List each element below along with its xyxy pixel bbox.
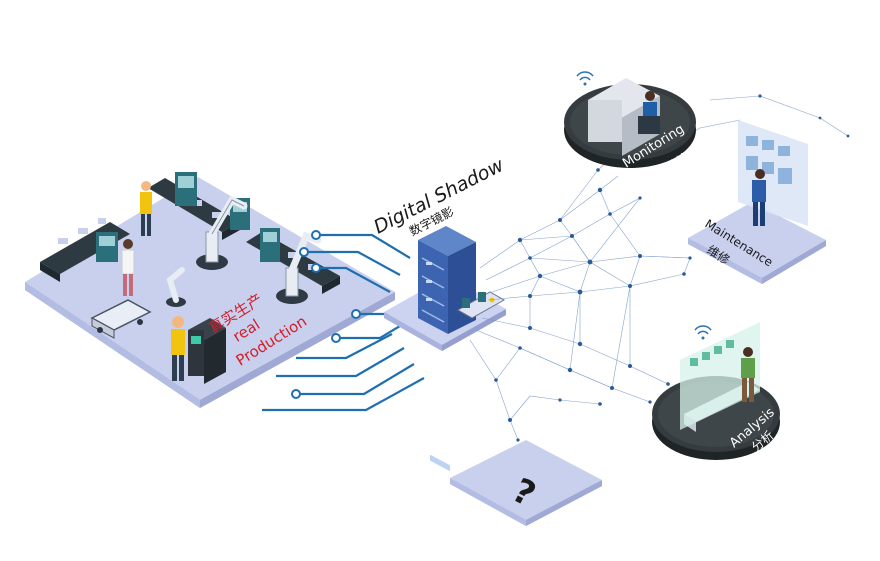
mini-factory-model	[456, 291, 506, 319]
monitoring-station	[564, 71, 696, 168]
analysis-station	[652, 322, 780, 460]
network-nodes	[494, 94, 850, 442]
transport-cart	[90, 299, 152, 339]
server-tower	[418, 226, 476, 472]
workers	[121, 181, 185, 381]
circuit-terminals	[291, 230, 361, 399]
robot-arms	[166, 195, 322, 307]
digital-shadow-label: Digital Shadow	[370, 154, 507, 239]
maintenance-station	[688, 120, 826, 284]
unknown-tile	[450, 440, 602, 526]
control-station	[188, 318, 226, 384]
